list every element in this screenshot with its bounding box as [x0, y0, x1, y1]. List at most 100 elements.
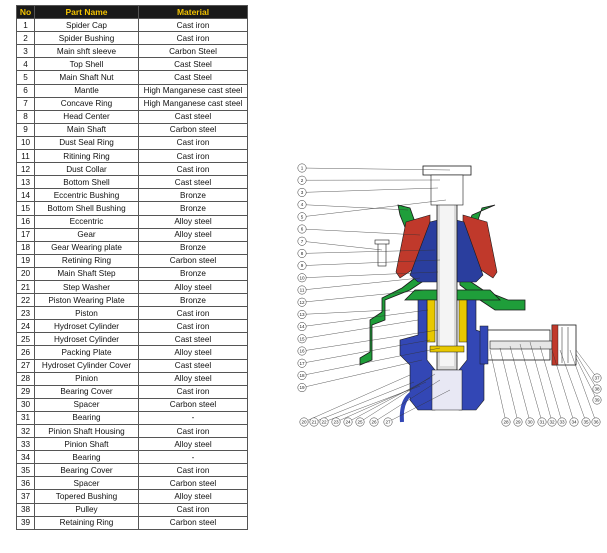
- frame-bolt: [374, 239, 390, 267]
- cell-material: Cast iron: [138, 463, 248, 478]
- callout-label: 23: [333, 420, 339, 425]
- cell-part-name: Pinion Shaft: [34, 437, 139, 452]
- cell-no: 37: [16, 489, 35, 504]
- cell-part-name: Pulley: [34, 502, 139, 517]
- callout-leader: [303, 374, 411, 423]
- callout-circle: [297, 370, 307, 380]
- callout-leader: [301, 277, 421, 291]
- callout-label: 24: [345, 420, 351, 425]
- cell-no: 7: [16, 96, 35, 111]
- callout-label: 5: [301, 214, 304, 219]
- callout-leader: [313, 381, 415, 423]
- callout-label: 7: [301, 239, 304, 244]
- callout-circle: [591, 417, 601, 427]
- cell-no: 20: [16, 266, 35, 281]
- cell-part-name: Hydroset Cylinder: [34, 319, 139, 334]
- cell-no: 25: [16, 332, 35, 347]
- callout-leader: [301, 204, 409, 211]
- spider-cap: [422, 165, 472, 206]
- cell-no: 39: [16, 515, 35, 530]
- cell-part-name: Bottom Shell Bushing: [34, 201, 139, 216]
- cell-part-name: Main Shaft: [34, 122, 139, 137]
- cell-no: 22: [16, 293, 35, 308]
- cell-material: Cast iron: [138, 162, 248, 177]
- callout-leader: [301, 228, 421, 236]
- callout-leader: [575, 353, 598, 390]
- cell-material: Cast iron: [138, 135, 248, 151]
- cell-material: Bronze: [138, 201, 248, 216]
- callout-circle: [297, 163, 307, 173]
- callout-circle: [369, 417, 379, 427]
- cell-no: 10: [16, 135, 35, 151]
- cell-part-name: Ritining Ring: [34, 149, 139, 164]
- callout-label: 38: [594, 387, 600, 392]
- callout-leader: [499, 347, 519, 423]
- cell-part-name: Pinion Shaft Housing: [34, 423, 139, 439]
- callout-circle: [297, 261, 307, 271]
- cell-no: 2: [16, 31, 35, 46]
- cell-material: Cast steel: [138, 358, 248, 373]
- cell-material: Alloy steel: [138, 437, 248, 452]
- callout-label: 11: [300, 288, 305, 293]
- cell-no: 35: [16, 463, 35, 478]
- cell-part-name: Gear: [34, 227, 139, 242]
- cell-material: Cast steel: [138, 332, 248, 347]
- callout-leader: [575, 349, 598, 379]
- hydroset-cylinder: [399, 299, 491, 411]
- cell-material: -: [138, 410, 248, 426]
- cell-material: Bronze: [138, 293, 248, 308]
- cell-no: 23: [16, 306, 35, 321]
- callout-label: 29: [515, 420, 521, 425]
- callout-label: 13: [299, 312, 305, 317]
- cell-no: 15: [16, 201, 35, 216]
- callout-label: 30: [527, 420, 533, 425]
- cell-no: 9: [16, 122, 35, 137]
- callout-label: 6: [301, 227, 304, 232]
- cell-material: Cast steel: [138, 109, 248, 124]
- cell-part-name: Spider Cap: [34, 18, 139, 33]
- callout-leader: [539, 345, 563, 423]
- callout-label: 3: [301, 190, 304, 195]
- callout-circle: [383, 417, 393, 427]
- cell-no: 6: [16, 83, 35, 98]
- cell-part-name: Eccentric Bushing: [34, 188, 139, 203]
- callout-circle: [297, 346, 307, 356]
- cell-material: Carbon steel: [138, 122, 248, 137]
- cell-part-name: Hydroset Cylinder: [34, 332, 139, 347]
- cell-no: 29: [16, 384, 35, 399]
- callout-circle: [297, 200, 307, 210]
- callout-label: 26: [371, 420, 377, 425]
- cell-no: 4: [16, 57, 35, 72]
- cell-material: Cast iron: [138, 502, 248, 517]
- callout-label: 39: [594, 398, 600, 403]
- cell-no: 11: [16, 149, 35, 164]
- callout-leader: [569, 349, 597, 423]
- callout-circle: [299, 417, 309, 427]
- callout-leader: [509, 345, 531, 423]
- callout-circle: [297, 248, 307, 258]
- callout-circle: [547, 417, 557, 427]
- cell-no: 18: [16, 240, 35, 255]
- cell-no: 21: [16, 279, 35, 295]
- cell-material: -: [138, 450, 248, 465]
- cell-material: Alloy steel: [138, 489, 248, 504]
- callout-leader: [387, 389, 451, 423]
- cell-no: 38: [16, 502, 35, 517]
- cell-no: 27: [16, 358, 35, 373]
- callout-circle: [592, 373, 602, 383]
- cell-no: 33: [16, 437, 35, 452]
- cell-no: 32: [16, 423, 35, 439]
- cell-part-name: Spacer: [34, 397, 139, 412]
- callout-leader: [301, 259, 441, 266]
- callout-label: 34: [571, 420, 577, 425]
- cell-no: 12: [16, 162, 35, 177]
